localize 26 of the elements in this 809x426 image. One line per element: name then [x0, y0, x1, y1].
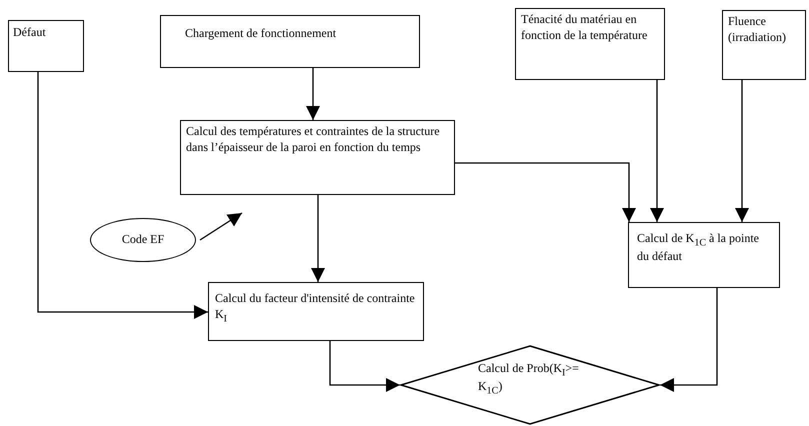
box-text: Calcul des températures et contraintes de la structure dans l’épaisseur de la paroi en fonction du temps [186, 124, 441, 156]
box-text: Calcul du facteur d'intensité de contrainte K$_{I}$ [215, 291, 416, 325]
process-box [628, 222, 780, 288]
box-text: Chargement de fonctionnement [185, 26, 338, 42]
process-box [515, 8, 665, 80]
box-text: Défaut [13, 25, 47, 41]
box-text: Code EF [122, 232, 164, 248]
process-box [722, 10, 806, 80]
arrow [660, 288, 718, 392]
arrow [455, 162, 636, 222]
process-box [180, 120, 455, 195]
process-box [160, 15, 420, 68]
process-box [8, 20, 84, 72]
arrow [200, 212, 242, 241]
ellipse-node [90, 218, 196, 262]
box-text: Calcul de K$_{1C}$ à la pointe du défaut [637, 231, 760, 265]
diamond-text: Calcul de Prob(K$_{I}$>= K$_{1C}$) [478, 361, 580, 398]
arrow [650, 80, 664, 222]
arrow [735, 80, 749, 222]
arrow [306, 68, 320, 120]
arrow [311, 195, 325, 282]
box-text: Fluence (irradiation) [728, 14, 787, 46]
box-text: Ténacité du matériau en fonction de la température [521, 12, 648, 44]
process-box [208, 282, 424, 341]
arrow [329, 341, 400, 392]
arrow [37, 72, 208, 319]
